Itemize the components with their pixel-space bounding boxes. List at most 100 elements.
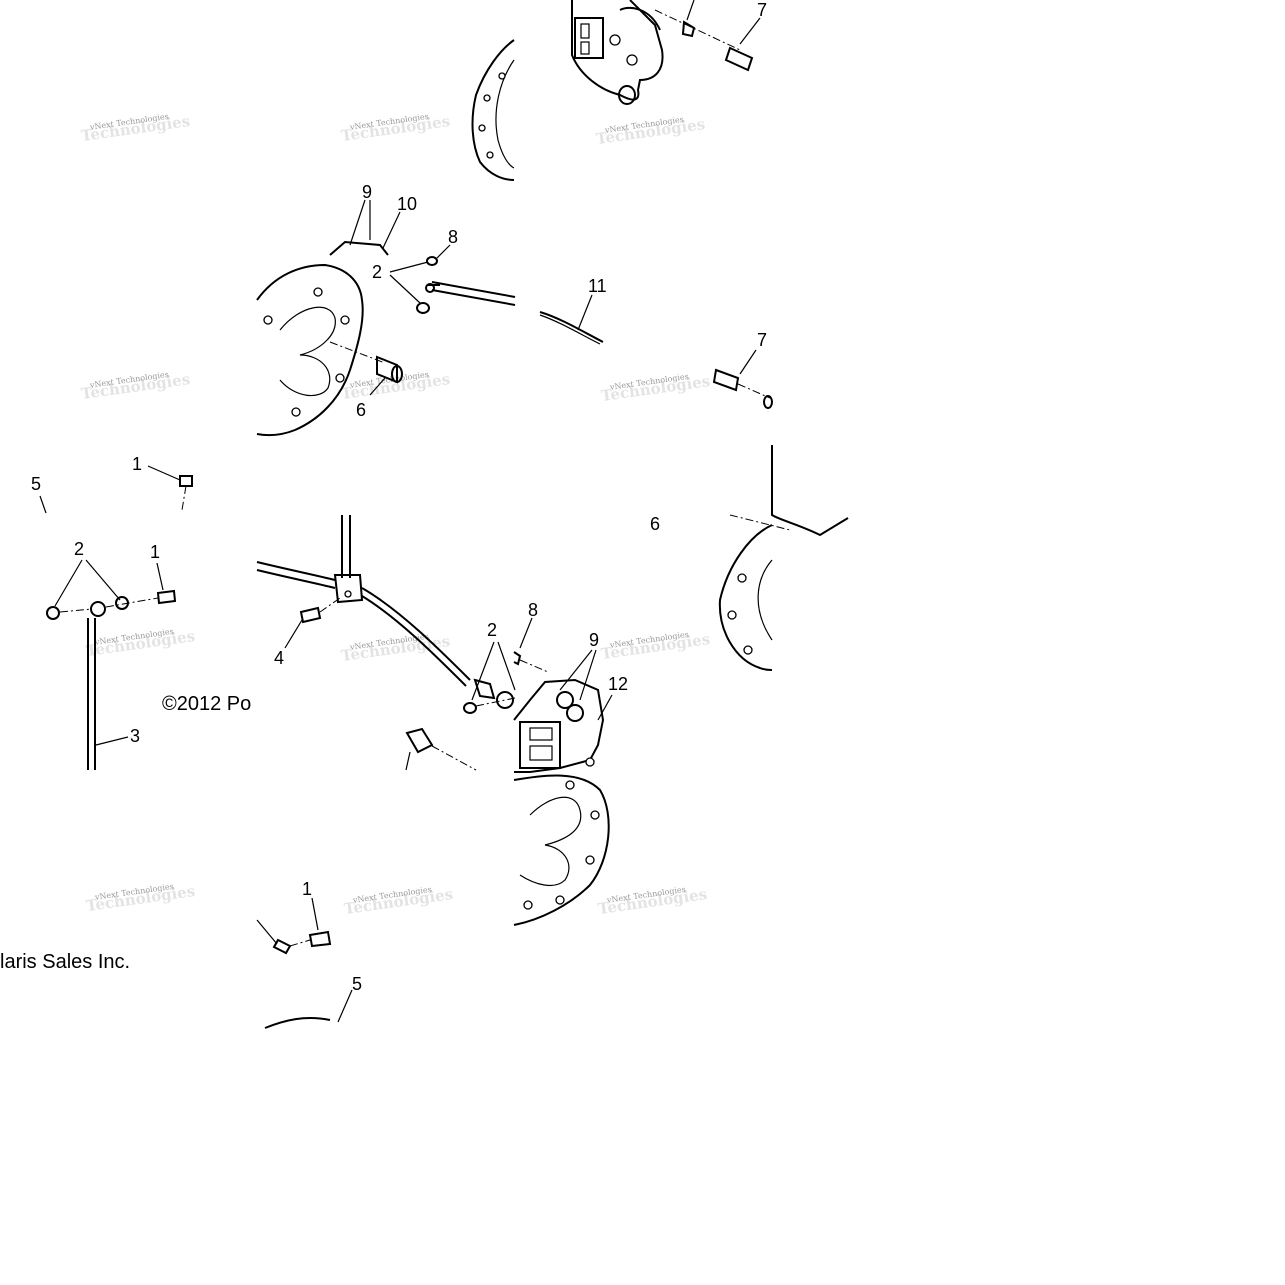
leader-line-8-lower (519, 617, 533, 649)
leader-line-7 (739, 349, 757, 375)
washer-8 (426, 256, 438, 266)
caliper-edge-right (771, 445, 849, 537)
brake-rotor-right (718, 524, 773, 671)
callout-7-mid: 7 (757, 330, 767, 350)
tile-middle-right: 11 7 (539, 276, 773, 409)
callout-6-lower: 6 (650, 514, 660, 534)
callout-7-top: 7 (757, 0, 767, 20)
assembly-line (289, 939, 311, 947)
tile-middle-center: 9 10 8 2 6 (256, 182, 516, 437)
assembly-line (181, 485, 187, 511)
brake-rotor-partial (471, 39, 515, 181)
watermark-r2c3: Technologies vNext Technologies (600, 372, 711, 405)
t-junction-fitting (333, 574, 364, 604)
washer-8-lower (513, 651, 522, 666)
callout-1-upper: 1 (132, 454, 142, 474)
rotor-hole (727, 610, 737, 620)
callout-11: 11 (588, 276, 607, 296)
callout-12: 12 (608, 674, 628, 694)
leader-line-10 (382, 211, 401, 249)
callout-2-mid: 2 (372, 262, 382, 282)
assembly-line (319, 597, 341, 613)
assembly-line (519, 659, 549, 673)
brake-hose-diagonal (361, 587, 471, 687)
callout-1-lower: 1 (150, 542, 160, 562)
watermark-r2c2: Technologies vNext Technologies (340, 370, 451, 403)
tile-top-right: 7 (571, 0, 767, 105)
leader-line-4 (284, 619, 303, 649)
watermark-r3c1: Technologies vNext Technologies (85, 627, 196, 660)
rotor-spoke-cutout-right (757, 559, 773, 641)
tile-right-lower: 8 9 12 6 (513, 445, 849, 926)
leader-line-5-bottom (337, 989, 353, 1023)
caliper-bracket-top (329, 240, 389, 256)
assembly-line (329, 341, 386, 364)
rotor-spoke-cutout (279, 306, 336, 397)
leader-line-6 (369, 377, 386, 396)
brake-rotor-partial-bottom (264, 1017, 331, 1029)
washer-2-lower-b (496, 691, 514, 709)
copyright-left: ©2012 Po (162, 693, 251, 715)
callout-2-left: 2 (74, 539, 84, 559)
leader-line-2-left (54, 559, 121, 607)
rotor-spoke-cutout-front (519, 796, 582, 887)
brake-caliper-rear (571, 0, 664, 105)
nut-bottom (272, 938, 292, 955)
rotor-hole (478, 124, 486, 132)
rotor-hole (483, 94, 491, 102)
leader-line (256, 919, 278, 945)
bolt-1-lower (156, 589, 177, 605)
callout-5-left: 5 (31, 474, 41, 494)
leader-line-12 (597, 694, 613, 721)
rotor-hole (743, 645, 753, 655)
assembly-line (59, 597, 159, 613)
assembly-line (729, 514, 791, 531)
rotor-hole (291, 407, 301, 417)
rotor-hole (523, 900, 533, 910)
brake-caliper-front (513, 678, 605, 773)
rotor-hole (498, 72, 506, 80)
brake-hose-segment (428, 281, 516, 306)
bolt-1-bottom (308, 930, 332, 948)
rotor-hole (565, 780, 575, 790)
leader-line-9-lower (559, 649, 597, 701)
banjo-fitting-left (90, 601, 106, 617)
nut-mid (763, 395, 773, 409)
retainer-clip-11 (539, 311, 604, 343)
assembly-line (737, 383, 771, 399)
leader-line-5 (39, 495, 47, 514)
bushing-6-end (391, 365, 403, 383)
retainer-clip-11-edge (539, 314, 601, 345)
leader-line-3 (95, 736, 129, 746)
assembly-line (654, 9, 741, 51)
bolt-7-mid (712, 368, 740, 392)
watermark-r4c1: Technologies vNext Technologies (85, 882, 196, 915)
leader-line (686, 0, 695, 21)
callout-1-bottom: 1 (302, 879, 312, 899)
brake-hose-left (256, 561, 336, 589)
rotor-hole (335, 373, 345, 383)
assembly-line (475, 697, 516, 707)
brake-rotor (256, 263, 364, 437)
leader-line-1-bottom (311, 897, 319, 931)
callout-5-bottom: 5 (352, 974, 362, 994)
watermark-r4c2: Technologies vNext Technologies (343, 885, 454, 918)
watermark-r3c3: Technologies vNext Technologies (600, 630, 711, 663)
leader-line-11 (577, 294, 593, 331)
watermark-r1c1: Technologies vNext Technologies (80, 112, 191, 145)
brake-hose-vertical (341, 515, 351, 578)
brake-rotor-front (513, 774, 610, 926)
rotor-hole (313, 287, 323, 297)
callout-9-mid: 9 (362, 182, 372, 202)
assembly-line (431, 745, 477, 771)
leader-line (405, 751, 411, 771)
leader-line-1-lower (156, 562, 164, 591)
rotor-hole (737, 573, 747, 583)
watermark-r4c3: Technologies vNext Technologies (597, 885, 708, 918)
rotor-hole (263, 315, 273, 325)
rotor-hole (555, 895, 565, 905)
rotor-hole (585, 855, 595, 865)
callout-3: 3 (130, 726, 140, 746)
washer-2-left (46, 606, 60, 620)
